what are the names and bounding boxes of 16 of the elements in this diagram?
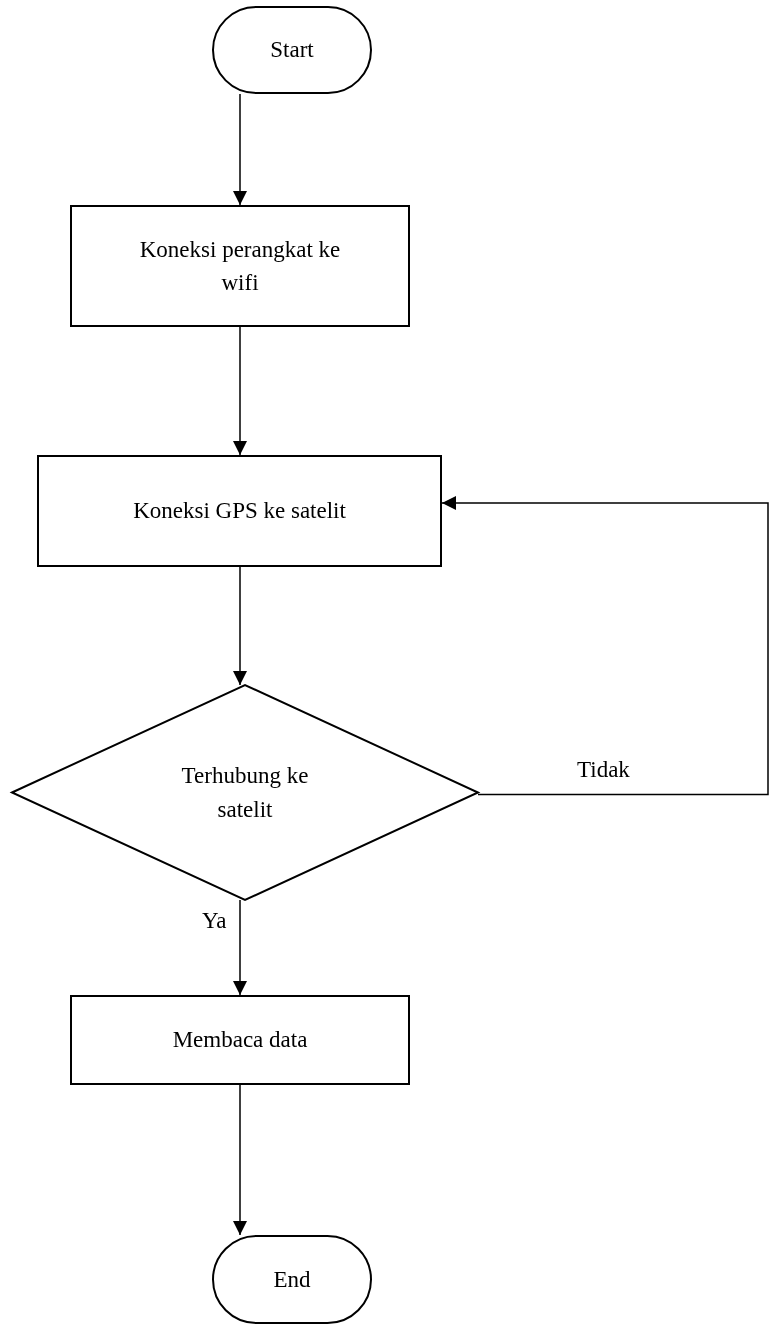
arrow xyxy=(233,326,247,456)
arrow xyxy=(233,93,247,206)
process-box xyxy=(70,995,410,1085)
decision-diamond xyxy=(12,685,478,900)
arrow xyxy=(233,566,247,686)
node-text: Terhubung ke satelit xyxy=(180,762,310,824)
process-box xyxy=(37,455,442,567)
arrow xyxy=(233,1084,247,1236)
node-text: Membaca data xyxy=(171,1026,309,1055)
arrow xyxy=(233,899,247,996)
node-text: End xyxy=(272,1265,312,1294)
process-box xyxy=(70,205,410,327)
node-text: Start xyxy=(269,36,315,65)
arrow xyxy=(441,496,769,796)
node-text: Koneksi GPS ke satelit xyxy=(132,497,347,526)
node-text: Koneksi perangkat ke wifi xyxy=(138,235,342,297)
